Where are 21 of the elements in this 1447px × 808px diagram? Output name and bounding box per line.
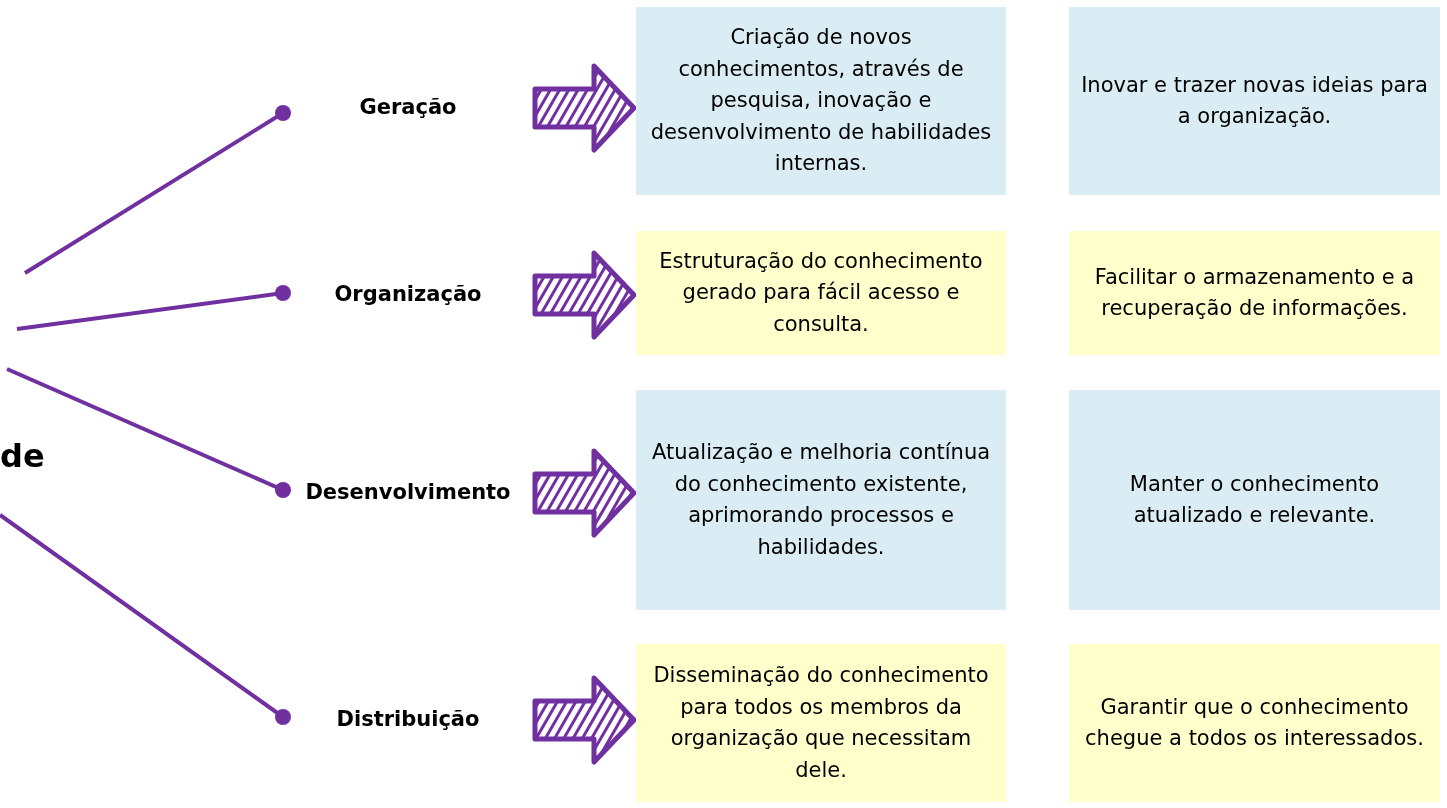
description-box: Disseminação do conhecimento para todos os membros da organização que necessitam dele.	[636, 644, 1006, 802]
block-arrow	[532, 448, 637, 538]
connector-line	[23, 105, 291, 275]
goal-box: Facilitar o armazenamento e a recuperação de informações.	[1069, 231, 1440, 355]
category-label: Geração	[359, 94, 457, 122]
description-box: Atualização e melhoria contínua do conhecimento existente, aprimorando processos e habilidades.	[636, 390, 1006, 610]
description-box: Criação de novos conhecimentos, através de pesquisa, inovação e desenvolvimento de habilidades internas.	[636, 7, 1006, 195]
category-label: Desenvolvimento	[305, 479, 511, 507]
connector-line	[6, 367, 291, 498]
description-box: Estruturação do conhecimento gerado para fácil acesso e consulta.	[636, 231, 1006, 355]
goal-box: Inovar e trazer novas ideias para a organização.	[1069, 7, 1440, 195]
goal-box: Garantir que o conhecimento chegue a todos os interessados.	[1069, 644, 1440, 802]
connector-line	[16, 285, 291, 331]
partial-title-text: de	[0, 440, 45, 472]
goal-box: Manter o conhecimento atualizado e relevante.	[1069, 390, 1440, 610]
connector-line	[0, 513, 291, 725]
category-label: Distribuição	[336, 706, 480, 734]
block-arrow	[532, 250, 637, 340]
block-arrow	[532, 675, 637, 765]
category-label: Organização	[334, 281, 482, 309]
block-arrow	[532, 63, 637, 153]
